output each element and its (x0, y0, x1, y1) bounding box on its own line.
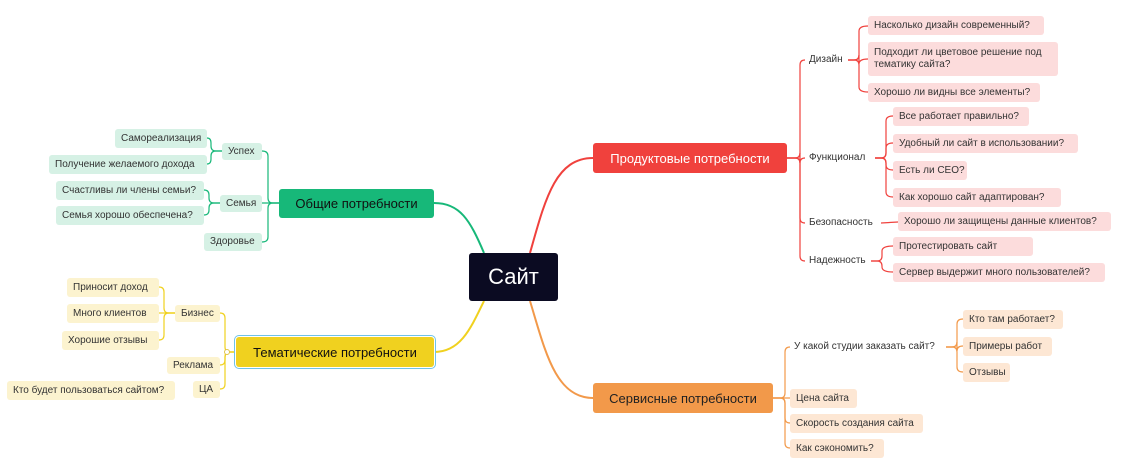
functional-item-works[interactable]: Все работает правильно? (893, 107, 1029, 126)
thematic-ads-node[interactable]: Реклама (167, 357, 220, 374)
thematic-business-node[interactable]: Бизнес (175, 305, 220, 322)
product-functional-node[interactable]: Функционал (805, 150, 875, 166)
functional-item-usability[interactable]: Удобный ли сайт в использовании? (893, 134, 1078, 153)
link-center-product (529, 157, 594, 254)
central-node[interactable]: Сайт (469, 253, 558, 301)
service-price-node[interactable]: Цена сайта (790, 389, 857, 408)
branch-general-needs[interactable]: Общие потребности (279, 189, 434, 218)
link-thematic-0 (219, 312, 236, 353)
security-item-data[interactable]: Хорошо ли защищены данные клиентов? (898, 212, 1111, 231)
link-product-reliability (787, 157, 806, 262)
general-success-node[interactable]: Успех (222, 143, 262, 160)
link-service-studio (773, 346, 791, 399)
link-center-service (529, 300, 594, 399)
product-design-node[interactable]: Дизайн (805, 52, 848, 68)
link-family-0 (203, 189, 220, 204)
reliability-item-load[interactable]: Сервер выдержит много пользователей? (893, 263, 1105, 282)
link-product-design (787, 59, 806, 159)
design-item-color[interactable]: Подходит ли цветовое решение под тематик… (868, 42, 1058, 76)
link-success-0 (206, 137, 222, 152)
link-service-speed (773, 397, 791, 424)
service-studio-node[interactable]: У какой студии заказать сайт? (790, 339, 946, 355)
link-reliability-1 (871, 260, 894, 273)
studio-item-reviews[interactable]: Отзывы (963, 363, 1010, 382)
general-family-node[interactable]: Семья (220, 195, 262, 212)
family-item-happy[interactable]: Счастливы ли члены семьи? (56, 181, 204, 200)
link-product-security (787, 157, 806, 224)
link-functional-3 (875, 157, 894, 198)
design-item-visibility[interactable]: Хорошо ли видны все элементы? (868, 83, 1040, 102)
link-reliability-0 (871, 245, 894, 262)
functional-item-seo[interactable]: Есть ли СЕО? (893, 161, 967, 180)
link-security-0 (880, 221, 899, 224)
link-business-0 (158, 286, 175, 314)
link-functional-1 (875, 142, 894, 159)
business-item-clients[interactable]: Много клиентов (67, 304, 159, 323)
link-service-save (773, 397, 791, 449)
link-general-0 (261, 150, 279, 204)
business-item-income[interactable]: Приносит доход (67, 278, 159, 297)
link-functional-0 (875, 115, 894, 159)
branch-service-needs[interactable]: Сервисные потребности (593, 383, 773, 413)
success-item-self[interactable]: Самореализация (115, 129, 207, 148)
thematic-audience-node[interactable]: ЦА (193, 381, 220, 398)
studio-item-portfolio[interactable]: Примеры работ (963, 337, 1052, 356)
link-studio-0 (946, 318, 964, 348)
general-health-node[interactable]: Здоровье (204, 233, 262, 251)
link-center-general (433, 202, 485, 254)
link-business-2 (158, 312, 175, 341)
product-security-node[interactable]: Безопасность (805, 215, 881, 231)
success-item-income[interactable]: Получение желаемого дохода (49, 155, 207, 174)
link-general-2 (261, 202, 279, 243)
family-item-provided[interactable]: Семья хорошо обеспечена? (56, 206, 204, 225)
link-success-1 (206, 150, 222, 165)
branch-thematic-needs[interactable]: Тематические потребности (236, 337, 434, 367)
link-center-thematic (433, 300, 485, 353)
link-functional-2 (875, 157, 894, 171)
reliability-item-test[interactable]: Протестировать сайт (893, 237, 1033, 256)
link-design-2 (848, 59, 869, 93)
service-save-node[interactable]: Как сэкономить? (790, 439, 884, 458)
branch-product-needs[interactable]: Продуктовые потребности (593, 143, 787, 173)
link-thematic-2 (219, 351, 236, 390)
link-family-1 (203, 202, 220, 216)
link-design-0 (848, 25, 869, 61)
design-item-modern[interactable]: Насколько дизайн современный? (868, 16, 1044, 35)
link-studio-2 (946, 346, 964, 373)
collapse-handle-icon[interactable] (224, 349, 230, 355)
functional-item-adaptive[interactable]: Как хорошо сайт адаптирован? (893, 188, 1061, 207)
audience-item-users[interactable]: Кто будет пользоваться сайтом? (7, 381, 175, 400)
service-speed-node[interactable]: Скорость создания сайта (790, 414, 923, 433)
product-reliability-node[interactable]: Надежность (805, 253, 871, 269)
business-item-reviews[interactable]: Хорошие отзывы (62, 331, 159, 350)
studio-item-team[interactable]: Кто там работает? (963, 310, 1063, 329)
